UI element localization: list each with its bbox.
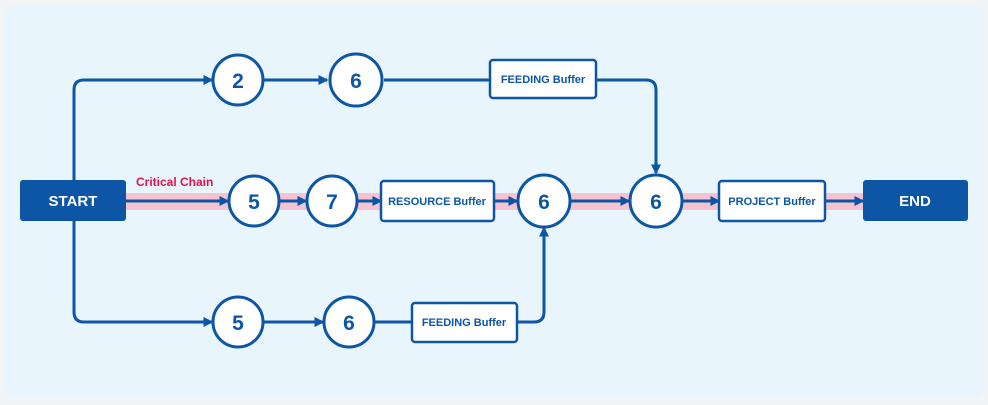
connector-bottom-buffer-to-merge <box>517 226 549 324</box>
critical-chain-label: Critical Chain <box>136 175 213 189</box>
buffer-labels: FEEDING Buffer RESOURCE Buffer PROJECT B… <box>388 74 816 329</box>
task-label-mid-7: 7 <box>326 191 338 214</box>
task-node-mid-6b <box>628 173 684 229</box>
start-node <box>20 180 126 221</box>
task-labels: 2 6 5 7 6 6 5 6 <box>232 70 662 335</box>
project-buffer <box>717 179 827 223</box>
task-label-mid-6b: 6 <box>650 191 662 214</box>
task-node-bottom-6 <box>322 295 376 349</box>
feeding-buffer-bottom-label: FEEDING Buffer <box>422 317 507 329</box>
task-label-mid-5: 5 <box>248 191 260 214</box>
feeding-buffer-top <box>488 58 598 100</box>
task-node-mid-6a <box>516 173 572 229</box>
task-label-mid-6a: 6 <box>538 191 550 214</box>
task-label-bottom-6: 6 <box>343 312 355 335</box>
connectors <box>72 75 865 327</box>
connector-start-to-top <box>72 75 214 181</box>
resource-buffer-label: RESOURCE Buffer <box>388 196 487 208</box>
start-label: START <box>49 193 98 210</box>
buffer-boxes <box>379 58 827 344</box>
connector-start-to-bottom <box>72 221 214 327</box>
task-nodes <box>211 52 684 349</box>
task-node-mid-7 <box>305 174 359 228</box>
resource-buffer <box>379 179 496 223</box>
end-label: END <box>899 193 931 210</box>
feeding-buffer-bottom <box>410 301 519 344</box>
task-label-top-6: 6 <box>350 70 362 93</box>
connector-top-buffer-to-merge <box>596 78 661 175</box>
task-label-bottom-5: 5 <box>232 312 244 335</box>
task-label-top-2: 2 <box>232 70 244 93</box>
task-node-mid-5 <box>227 174 281 228</box>
project-buffer-label: PROJECT Buffer <box>728 196 816 208</box>
end-node <box>863 180 968 221</box>
task-node-bottom-5 <box>211 295 265 349</box>
feeding-buffer-top-label: FEEDING Buffer <box>501 74 586 86</box>
task-node-top-2 <box>211 53 265 107</box>
task-node-top-6 <box>328 52 384 108</box>
